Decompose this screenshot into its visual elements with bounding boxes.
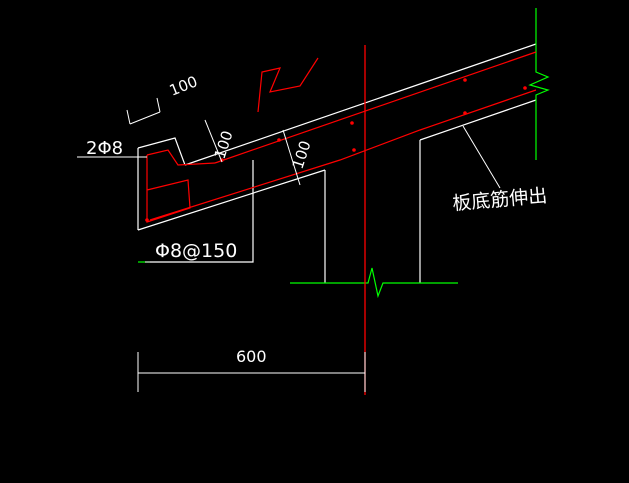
bottom-bar-leader xyxy=(462,125,501,189)
slab-bottom-edge xyxy=(419,99,537,141)
rebar-dot xyxy=(277,138,281,142)
right-break-line xyxy=(528,8,550,160)
top-rebar-hook xyxy=(146,149,216,166)
rebar-dot xyxy=(463,78,467,82)
slab-dim-2-line xyxy=(282,129,301,186)
top-dim-tick xyxy=(156,97,161,113)
bottom-break-line xyxy=(290,267,458,299)
dimension-lines xyxy=(77,97,501,392)
rebar-dot xyxy=(463,111,467,115)
top-dim-tick xyxy=(126,109,131,125)
slab-top-edge xyxy=(184,43,537,166)
rebar-dot xyxy=(352,148,356,152)
rebar-dot xyxy=(523,86,527,90)
concrete-outline xyxy=(137,43,537,283)
rebar-dot xyxy=(145,218,149,222)
eave-bottom xyxy=(137,169,326,231)
rebar-dot xyxy=(350,121,354,125)
eave-upturn xyxy=(137,137,186,166)
detail-symbol xyxy=(257,57,319,113)
top-rebar xyxy=(214,51,537,164)
eave-stirrup xyxy=(146,155,191,223)
rebars xyxy=(146,51,537,223)
span-dim-label: 600 xyxy=(236,347,267,366)
top-dim-line xyxy=(129,111,161,125)
slab-dim-1-line xyxy=(204,119,223,163)
bottom-rebar xyxy=(149,89,537,221)
stirrup-rebar-label: Φ8@150 xyxy=(155,240,237,262)
edge-rebar-label: 2Φ8 xyxy=(86,138,123,159)
